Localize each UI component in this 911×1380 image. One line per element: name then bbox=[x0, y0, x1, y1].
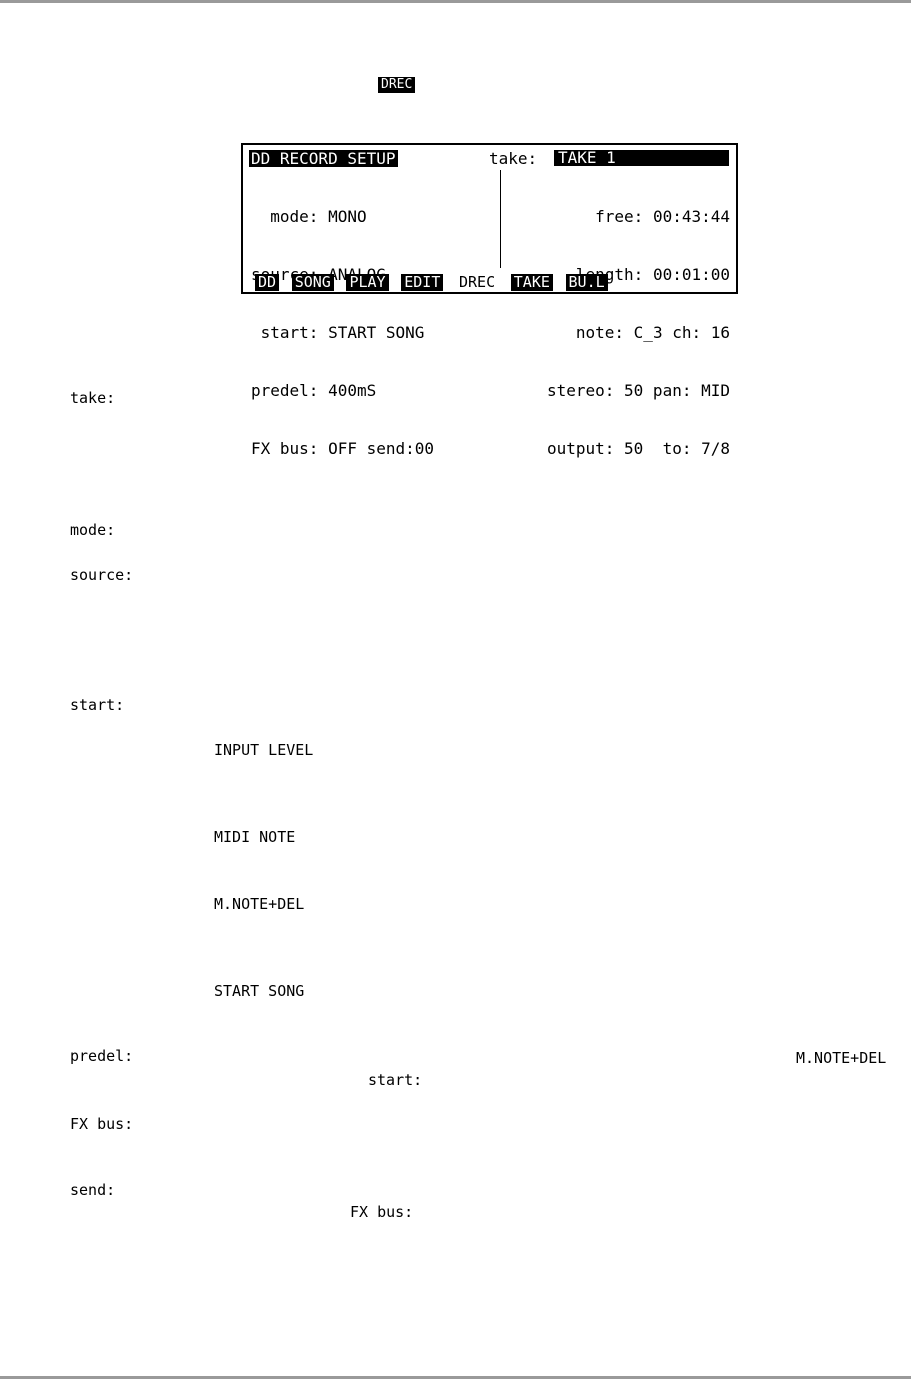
softkey-song[interactable]: SONG bbox=[291, 274, 334, 291]
lcd-title: DD RECORD SETUP bbox=[249, 149, 398, 168]
param-predel-label: predel: bbox=[70, 1047, 134, 1065]
param-start-label: start: bbox=[70, 696, 125, 714]
lcd-param-mode[interactable]: mode: MONO bbox=[251, 207, 367, 226]
softkey-take[interactable]: TAKE bbox=[510, 274, 553, 291]
bottom-rule bbox=[0, 1376, 911, 1379]
lcd-param-output[interactable]: output: 50 to: 7/8 bbox=[546, 439, 730, 458]
lcd-param-stereo[interactable]: stereo: 50 pan: MID bbox=[546, 381, 730, 400]
top-rule bbox=[0, 0, 911, 3]
start-option-start-song: START SONG bbox=[214, 982, 305, 1000]
param-send-label: send: bbox=[70, 1181, 116, 1199]
softkey-edit[interactable]: EDIT bbox=[401, 274, 444, 291]
param-source-label: source: bbox=[70, 566, 134, 584]
lcd-param-fxbus[interactable]: FX bus: OFF send:00 bbox=[251, 439, 435, 458]
predel-ref-option: M.NOTE+DEL bbox=[796, 1049, 887, 1067]
lcd-right-params: free: 00:43:44 length: 00:01:00 note: C_… bbox=[547, 169, 730, 497]
predel-ref-param: start: bbox=[368, 1071, 423, 1089]
lcd-screen: DD RECORD SETUP take: TAKE 1 mode: MONO … bbox=[241, 143, 738, 458]
lcd-param-free: free: 00:43:44 bbox=[595, 207, 730, 226]
send-ref-param: FX bus: bbox=[350, 1203, 414, 1221]
param-mode-label: mode: bbox=[70, 521, 116, 539]
start-option-midi-note: MIDI NOTE bbox=[214, 828, 296, 846]
lcd-divider bbox=[500, 170, 501, 268]
softkey-play[interactable]: PLAY bbox=[346, 274, 389, 291]
param-take-label: take: bbox=[70, 389, 116, 407]
param-fxbus-label: FX bus: bbox=[70, 1115, 134, 1133]
start-option-mnote-del: M.NOTE+DEL bbox=[214, 895, 305, 913]
lcd-softkey-bar: DD SONG PLAY EDIT DREC TAKE BU.L bbox=[255, 272, 611, 291]
softkey-bul[interactable]: BU.L bbox=[565, 274, 608, 291]
lcd-param-start[interactable]: start: START SONG bbox=[251, 323, 425, 342]
lcd-take-field[interactable]: TAKE 1 bbox=[554, 150, 729, 166]
start-option-input-level: INPUT LEVEL bbox=[214, 741, 314, 759]
lcd-take-label: take: bbox=[489, 149, 538, 168]
softkey-dd[interactable]: DD bbox=[255, 274, 280, 291]
drec-softkey-chip: DREC bbox=[378, 77, 416, 93]
lcd-param-predel[interactable]: predel: 400mS bbox=[251, 381, 377, 400]
lcd-param-note[interactable]: note: C_3 ch: 16 bbox=[575, 323, 730, 342]
lcd-left-params: mode: MONO source: ANALOG start: START S… bbox=[251, 169, 434, 497]
softkey-drec[interactable]: DREC bbox=[456, 274, 499, 291]
